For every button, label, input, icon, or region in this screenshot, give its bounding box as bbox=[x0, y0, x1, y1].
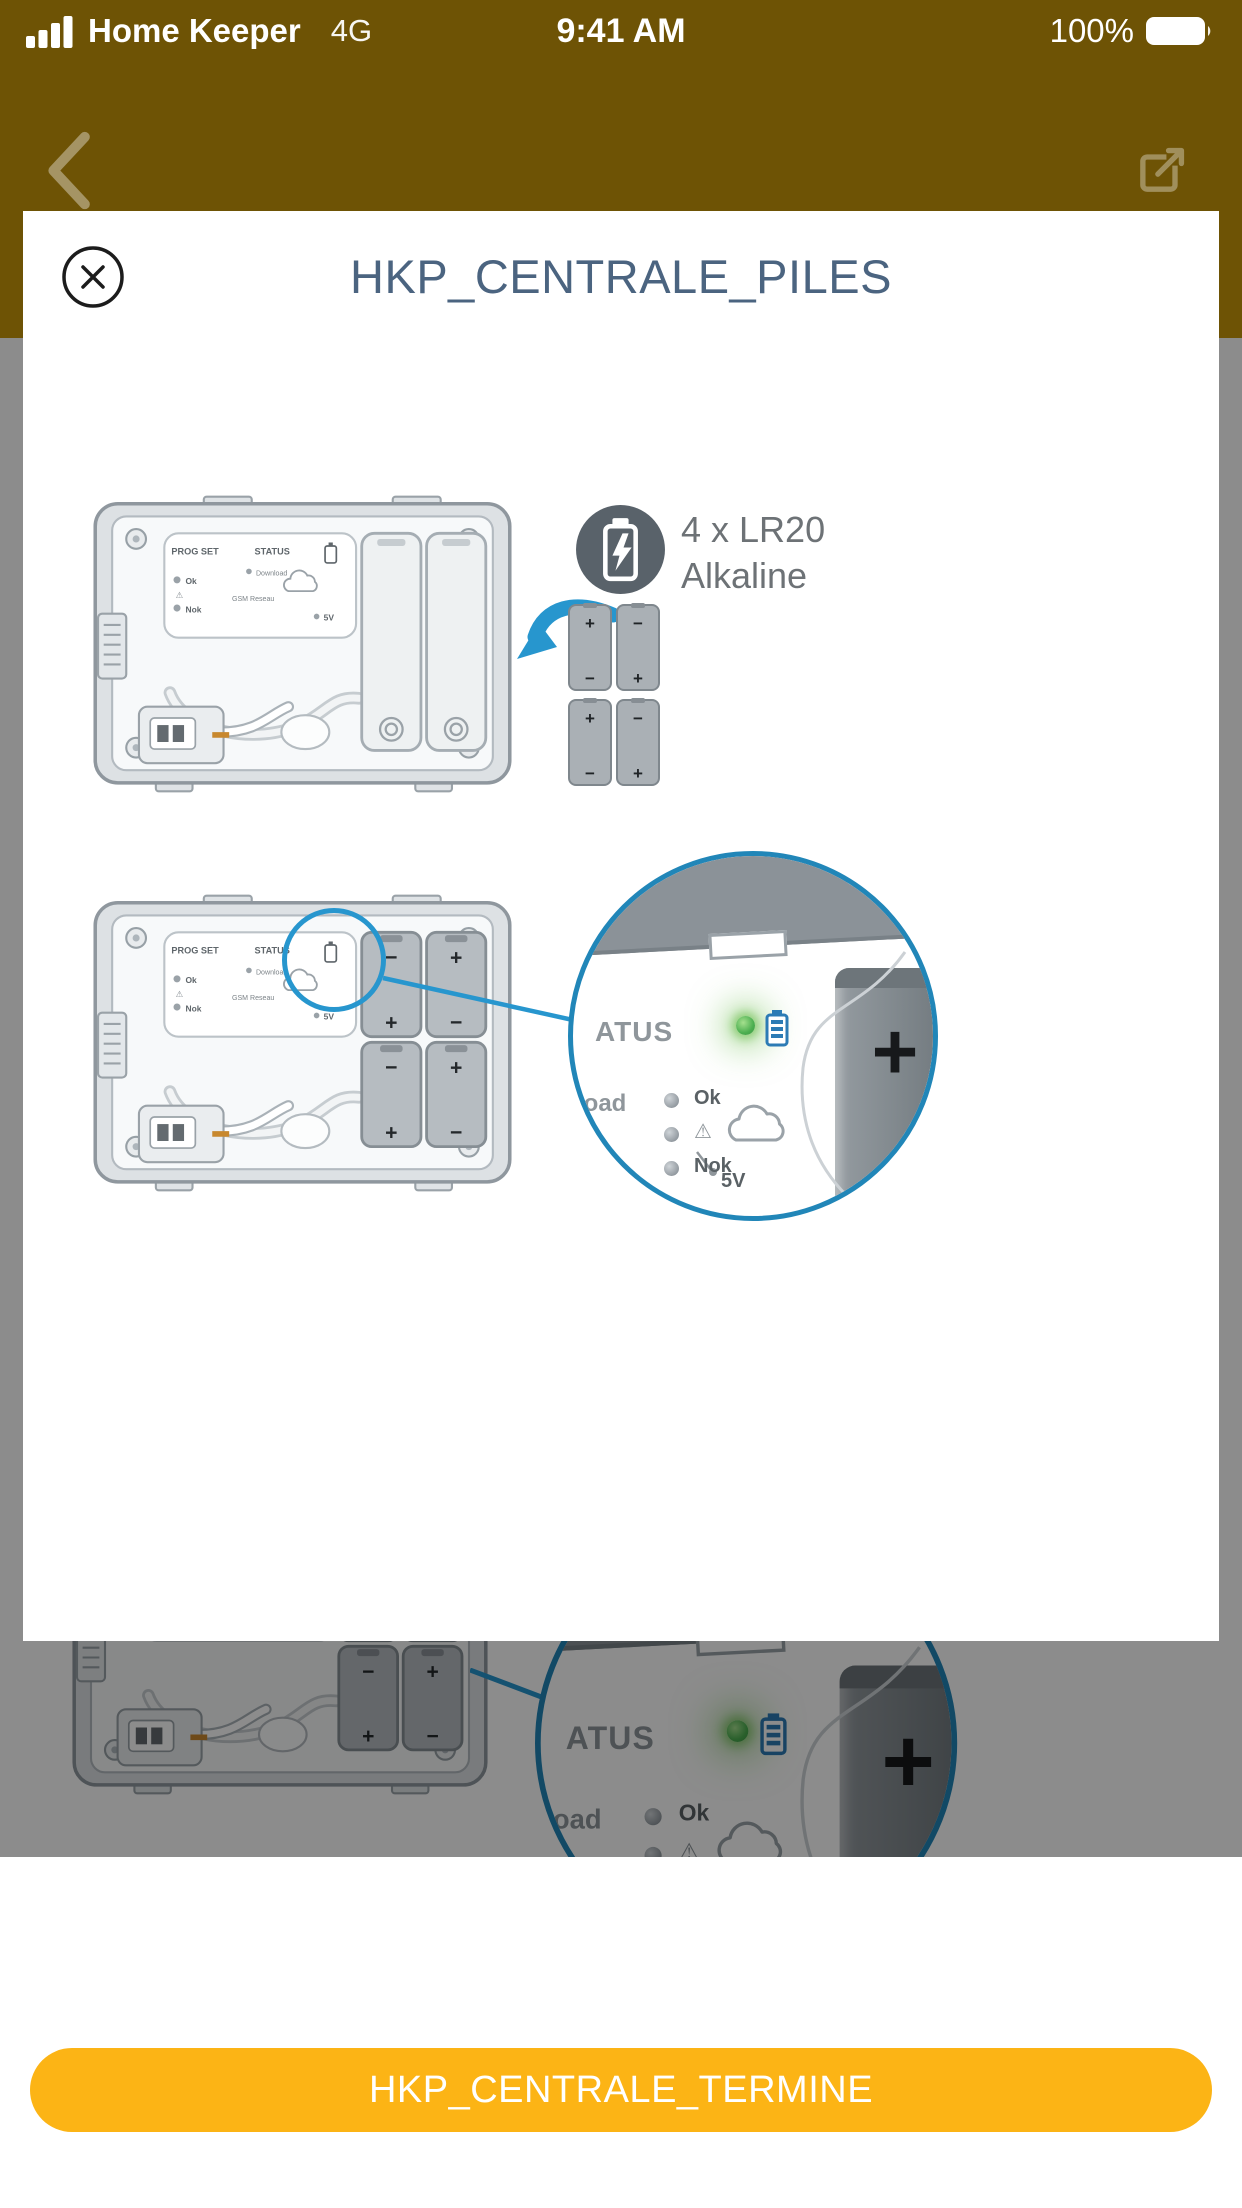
battery-polarity-label: − bbox=[633, 614, 643, 633]
status-label-partial: ATUS bbox=[595, 1016, 674, 1047]
status-led-green bbox=[736, 1016, 755, 1035]
close-icon bbox=[62, 246, 124, 308]
battery-spec-line1: 4 x LR20 bbox=[681, 509, 826, 550]
battery-spec-line2: Alkaline bbox=[681, 555, 808, 596]
battery-polarity-label: − bbox=[585, 669, 595, 688]
finish-button[interactable]: HKP_CENTRALE_TERMINE bbox=[30, 2048, 1212, 2132]
modal-close-button[interactable] bbox=[59, 243, 127, 311]
battery-polarity-label: + bbox=[633, 669, 643, 688]
logout-icon bbox=[1140, 147, 1185, 192]
status-label-partial: ATUS bbox=[565, 1720, 655, 1756]
clock: 9:41 AM bbox=[556, 11, 686, 50]
ok-label: Ok bbox=[678, 1801, 710, 1827]
led-dot bbox=[644, 1808, 662, 1826]
battery-polarity-label: + bbox=[633, 764, 643, 783]
battery-polarity-label: + bbox=[585, 709, 595, 728]
battery-polarity-label: + bbox=[585, 614, 595, 633]
installed-battery: + bbox=[839, 1665, 952, 1857]
warning-icon: ⚠ bbox=[694, 1121, 712, 1143]
panel-outline bbox=[696, 951, 907, 1198]
battery-percent-label: 100% bbox=[1049, 12, 1134, 49]
zoom-connector-line bbox=[382, 975, 583, 1025]
led-dot bbox=[664, 1161, 679, 1176]
bottom-action-bar: HKP_CENTRALE_TERMINE bbox=[0, 1857, 1242, 2208]
led-dot bbox=[664, 1127, 679, 1142]
battery-plus-label: + bbox=[871, 1007, 919, 1096]
back-button[interactable] bbox=[40, 128, 96, 210]
battery-plus-label: + bbox=[881, 1709, 935, 1812]
status-bar: Home Keeper 4G 9:41 AM 100% bbox=[0, 0, 1242, 62]
battery-polarity-label: − bbox=[585, 764, 595, 783]
battery-set: + − − + + − − + bbox=[568, 603, 660, 786]
status-led-green bbox=[726, 1720, 749, 1742]
logout-button[interactable] bbox=[1130, 142, 1190, 202]
cloud-icon bbox=[717, 1821, 783, 1857]
battery-polarity-label: − bbox=[633, 709, 643, 728]
download-label-partial: load bbox=[577, 1090, 627, 1117]
magnifier-circle bbox=[282, 908, 386, 1012]
battery-gauge-icon bbox=[760, 1713, 787, 1756]
panel-outline bbox=[800, 1646, 921, 1857]
network-type-label: 4G bbox=[330, 13, 373, 48]
battery-gauge-icon bbox=[765, 1010, 789, 1047]
modal-title: HKP_CENTRALE_PILES bbox=[350, 250, 892, 303]
5v-label: 5V bbox=[721, 1170, 746, 1192]
led-dot bbox=[644, 1846, 662, 1857]
central-unit-diagram-empty bbox=[91, 495, 514, 793]
battery-type-icon bbox=[576, 505, 665, 594]
cloud-icon bbox=[727, 1104, 785, 1142]
warning-icon: ⚠ bbox=[678, 1840, 700, 1857]
battery-icon bbox=[1146, 17, 1211, 45]
led-dot bbox=[664, 1093, 679, 1108]
instruction-modal: HKP_CENTRALE_PILES 4 x LR20 Alkaline + bbox=[23, 211, 1219, 1641]
chevron-left-icon bbox=[48, 131, 90, 210]
signal-strength-icon bbox=[26, 16, 73, 48]
carrier-label: Home Keeper bbox=[88, 12, 301, 49]
zoom-detail-circle: + ATUS load Ok ⚠ Nok 5V bbox=[568, 851, 938, 1221]
ok-label: Ok bbox=[694, 1087, 721, 1109]
nok-label: Nok bbox=[694, 1155, 732, 1177]
download-label-partial: load bbox=[545, 1804, 602, 1836]
